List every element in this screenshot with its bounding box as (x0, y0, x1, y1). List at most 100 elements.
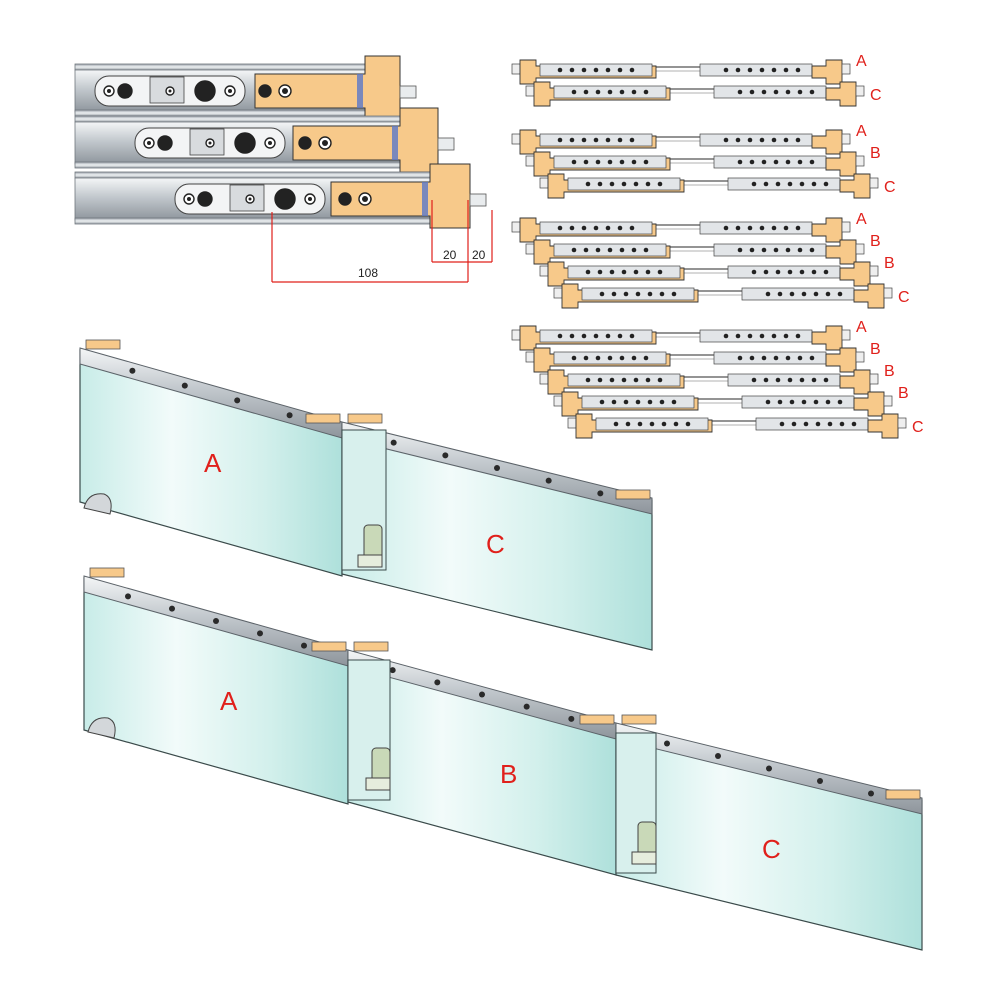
axle-pin (897, 417, 907, 429)
carriage-body (811, 59, 843, 85)
bolt-icon (286, 412, 293, 419)
bolt-icon (569, 225, 575, 231)
bolt-icon (633, 269, 639, 275)
axle-pin (855, 155, 865, 167)
bolt-icon (593, 333, 599, 339)
bolt-icon (637, 421, 643, 427)
bolt-icon (773, 247, 779, 253)
bolt-icon (749, 89, 755, 95)
bolt-icon (569, 333, 575, 339)
bolt-icon (795, 333, 801, 339)
bolt-icon (597, 269, 603, 275)
bolt-icon (605, 333, 611, 339)
carriage-body (615, 489, 651, 500)
carriage-body (839, 261, 871, 287)
rail-body (713, 155, 827, 169)
bolt-icon (208, 141, 212, 145)
bolt-icon (735, 333, 741, 339)
bolt-icon (571, 159, 577, 165)
bolt-icon (801, 399, 807, 405)
carriage-body (89, 567, 125, 578)
panel-label-c-bottom: C (762, 834, 781, 864)
bolt-icon (362, 196, 368, 202)
bolt-icon (605, 67, 611, 73)
schematic-label: A (856, 53, 867, 70)
rail-body (699, 133, 813, 147)
bolt-icon (187, 197, 191, 201)
bolt-icon (593, 67, 599, 73)
bolt-icon (633, 181, 639, 187)
bolt-icon (609, 269, 615, 275)
bolt-icon (659, 291, 665, 297)
axle-pin (525, 243, 535, 255)
door-guide (365, 777, 391, 791)
bolt-icon (787, 269, 793, 275)
bolt-icon (789, 399, 795, 405)
bolt-icon (107, 89, 111, 93)
bolt-icon (619, 159, 625, 165)
bolt-icon (761, 355, 767, 361)
schematic-label: C (870, 87, 882, 104)
bolt-icon (771, 333, 777, 339)
bolt-icon (809, 89, 815, 95)
dimension-lines (271, 200, 493, 283)
axle-pin (883, 287, 893, 299)
bolt-icon (593, 137, 599, 143)
bolt-icon (765, 291, 771, 297)
bolt-icon (197, 191, 213, 207)
bolt-icon (168, 89, 172, 93)
axle-pin (841, 221, 851, 233)
bolt-icon (766, 765, 772, 772)
bolt-icon (723, 67, 729, 73)
bolt-icon (797, 89, 803, 95)
bolt-icon (809, 247, 815, 253)
bolt-icon (557, 225, 563, 231)
bolt-icon (322, 140, 328, 146)
bolt-icon (571, 355, 577, 361)
rail-top-edge (74, 63, 366, 71)
bolt-icon (631, 355, 637, 361)
bolt-icon (777, 399, 783, 405)
carriage-body (825, 347, 857, 373)
bolt-icon (301, 642, 307, 649)
schematic-label: A (856, 319, 867, 336)
glass-panel-a (83, 577, 349, 805)
bolt-icon (657, 181, 663, 187)
bolt-icon (125, 593, 131, 600)
bolt-icon (737, 159, 743, 165)
bolt-icon (837, 399, 843, 405)
bolt-icon (568, 715, 575, 722)
carriage-body (839, 369, 871, 395)
bolt-icon (258, 84, 272, 98)
bolt-icon (623, 399, 629, 405)
carriage-body (85, 339, 121, 350)
rail-body (713, 85, 827, 99)
bolt-icon (442, 452, 449, 459)
bolt-icon (759, 67, 765, 73)
bolt-icon (797, 159, 803, 165)
panel-label-c-top: C (486, 529, 505, 559)
bolt-icon (169, 605, 175, 612)
bolt-icon (825, 291, 831, 297)
rail-body (713, 243, 827, 257)
bolt-icon (494, 465, 500, 471)
bolt-icon (597, 490, 604, 497)
bolt-icon (759, 225, 765, 231)
axle-pin (841, 133, 851, 145)
carriage-body (825, 81, 857, 107)
bolt-icon (613, 421, 619, 427)
bolt-icon (623, 291, 629, 297)
bolt-icon (583, 247, 589, 253)
bolt-icon (823, 377, 829, 383)
bolt-icon (747, 67, 753, 73)
bolt-icon (619, 89, 625, 95)
bolt-icon (581, 225, 587, 231)
bolt-icon (827, 421, 833, 427)
bolt-icon (248, 197, 252, 201)
bolt-icon (773, 89, 779, 95)
bolt-icon (771, 225, 777, 231)
bolt-icon (783, 225, 789, 231)
bolt-icon (797, 355, 803, 361)
rail-body (741, 287, 855, 301)
bolt-icon (737, 355, 743, 361)
